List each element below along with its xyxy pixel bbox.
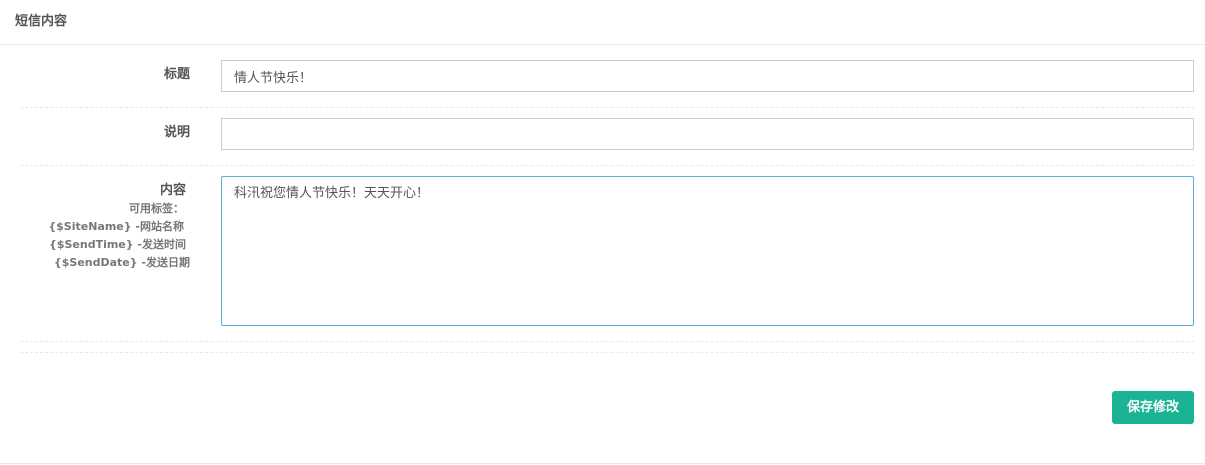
content-textarea[interactable]: 科汛祝您情人节快乐！天天开心！ [221, 176, 1194, 326]
row-divider [20, 107, 1194, 108]
description-label: 说明 [163, 125, 190, 140]
row-divider [20, 165, 1194, 166]
panel-footer-divider [0, 463, 1205, 464]
content-label-block: 内容 可用标签： {$SiteName} -网站名称 {$SendTime} -… [48, 182, 190, 272]
tag-sendtime: {$SendTime} -发送时间 [49, 238, 186, 251]
save-button[interactable]: 保存修改 [1112, 391, 1194, 424]
panel-header: 短信内容 [0, 0, 1205, 45]
tags-title: 可用标签： [129, 202, 184, 215]
description-input[interactable] [221, 118, 1194, 150]
tag-senddate: {$SendDate} -发送日期 [53, 256, 190, 269]
title-label: 标题 [163, 67, 190, 82]
tag-sitename: {$SiteName} -网站名称 [48, 220, 184, 233]
row-divider [20, 341, 1194, 342]
content-label: 内容 [159, 183, 186, 198]
row-divider [20, 352, 1194, 353]
title-input[interactable] [221, 60, 1194, 92]
panel-title: 短信内容 [15, 14, 68, 29]
